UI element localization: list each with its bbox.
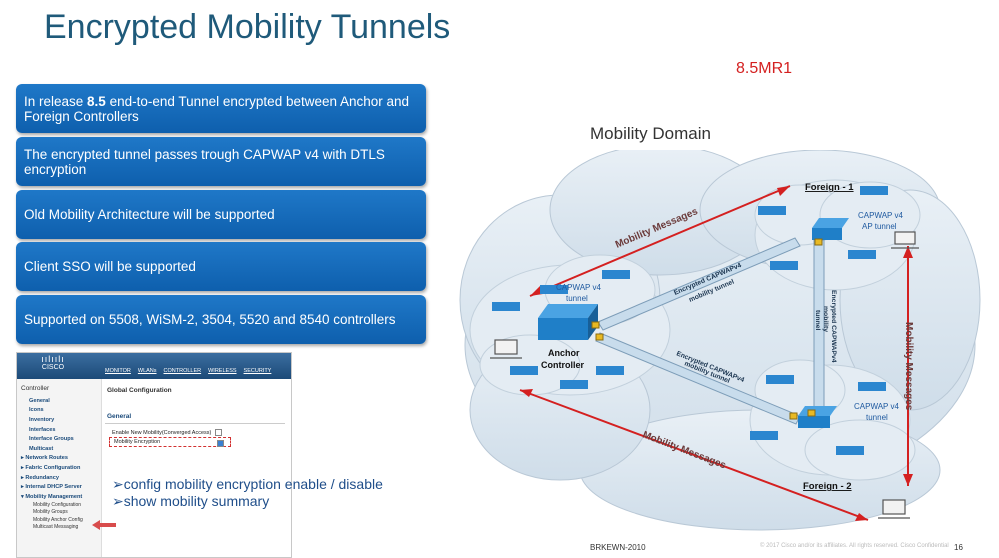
sidebar-item-icons[interactable]: Icons	[29, 407, 44, 414]
mobility-messages-arrows	[519, 185, 913, 521]
sidebar-group-fabric[interactable]: ▸ Fabric Configuration	[21, 464, 81, 471]
sidebar-item-interfaces[interactable]: Interfaces	[29, 426, 56, 433]
cli-commands: ➢config mobility encryption enable / dis…	[112, 476, 383, 510]
anchor-label-line1: Anchor	[548, 348, 580, 358]
sidebar-sub-mobility-groups[interactable]: Mobility Groups	[33, 509, 68, 516]
mobility-encryption-checkbox[interactable]	[217, 440, 224, 447]
mobility-domain-title: Mobility Domain	[590, 124, 711, 143]
menu-controller[interactable]: CONTROLLER	[163, 368, 202, 374]
lock-icons	[591, 238, 823, 420]
sidebar-item-interface-groups[interactable]: Interface Groups	[29, 436, 74, 443]
cisco-wlc-screenshot: ıılıılı CISCO MONITOR WLANs CONTROLLER W…	[16, 352, 292, 558]
bullet-box-3: Old Mobility Architecture will be suppor…	[16, 190, 426, 239]
sidebar-item-inventory[interactable]: Inventory	[29, 416, 55, 423]
bullet-text-2: The encrypted tunnel passes trough CAPWA…	[24, 146, 385, 177]
bullet-text-4: Client SSO will be supported	[24, 259, 196, 274]
capwap-anchor-line1: CAPWAP v4	[556, 283, 601, 292]
cisco-logo-bars-icon: ıılıılı	[41, 354, 65, 364]
row-mobility-encryption: Mobility Encryption	[109, 437, 231, 447]
enc-vertical-line2: mobility	[822, 306, 829, 332]
capwap-top-line1: CAPWAP v4	[858, 211, 903, 220]
bullet-box-1: In release 8.5 end-to-end Tunnel encrypt…	[16, 84, 426, 133]
mobility-messages-right: Mobility Messages	[903, 322, 914, 411]
footer-code: BRKEWN-2010	[590, 543, 646, 552]
red-pointer-arrow-icon	[92, 520, 116, 530]
sidebar-group-redundancy[interactable]: ▸ Redundancy	[21, 474, 59, 481]
foreign2-label: Foreign - 2	[803, 481, 852, 492]
switch-icons	[492, 186, 888, 455]
release-label: 8.5MR1	[736, 60, 793, 77]
cli-command-2: ➢show mobility summary	[112, 493, 270, 509]
capwap-bottom-line1: CAPWAP v4	[854, 402, 899, 411]
cisco-logo: ıılıılı CISCO	[23, 354, 83, 372]
slide-title: Encrypted Mobility Tunnels	[44, 8, 451, 46]
cisco-top-menu: MONITOR WLANs CONTROLLER WIRELESS SECURI…	[105, 368, 271, 374]
mobility-diagram: Foreign - 1 Foreign - 2 Anchor Controlle…	[459, 150, 981, 531]
bullet-text-5: Supported on 5508, WiSM-2, 3504, 5520 an…	[24, 312, 396, 327]
cisco-sidebar: Controller General Icons Inventory Inter…	[17, 379, 102, 557]
bullet-text-1: In release 8.5 end-to-end Tunnel encrypt…	[24, 93, 410, 124]
sidebar-sub-mobility-config[interactable]: Mobility Configuration	[33, 502, 82, 509]
menu-wlans[interactable]: WLANs	[137, 368, 157, 374]
menu-security[interactable]: SECURITY	[243, 368, 272, 374]
sidebar-sub-multicast-messaging[interactable]: Multicast Messaging	[33, 523, 79, 530]
section-title: General	[107, 413, 132, 420]
sidebar-group-mobility[interactable]: ▾ Mobility Management	[21, 493, 83, 500]
anchor-label-line2: Controller	[541, 360, 584, 370]
capwap-anchor-line2: tunnel	[566, 294, 588, 303]
menu-monitor[interactable]: MONITOR	[105, 368, 131, 374]
cisco-header-bar: ıılıılı CISCO MONITOR WLANs CONTROLLER W…	[17, 353, 291, 379]
page-number: 16	[954, 543, 963, 552]
new-mobility-checkbox[interactable]	[215, 429, 223, 436]
sidebar-group-dhcp[interactable]: ▸ Internal DHCP Server	[21, 484, 82, 491]
enc-vertical-line1: Encrypted CAPWAPv4	[830, 290, 837, 363]
sidebar-item-general[interactable]: General	[29, 397, 50, 404]
foreign1-label: Foreign - 1	[805, 182, 854, 193]
capwap-top-line2: AP tunnel	[862, 222, 897, 231]
sidebar-item-multicast[interactable]: Multicast	[29, 445, 54, 452]
foreign1-controller-icon	[812, 218, 849, 240]
footer-legal: © 2017 Cisco and/or its affiliates. All …	[760, 543, 949, 549]
cli-command-1: ➢config mobility encryption enable / dis…	[112, 476, 383, 492]
capwap-bottom-line2: tunnel	[866, 413, 888, 422]
bullet-box-2: The encrypted tunnel passes trough CAPWA…	[16, 137, 426, 186]
row-new-mobility: Enable New Mobility(Converged Access)	[112, 429, 223, 436]
bullet-text-3: Old Mobility Architecture will be suppor…	[24, 207, 275, 222]
sidebar-sub-anchor-config[interactable]: Mobility Anchor Config	[33, 516, 83, 523]
sidebar-group-network-routes[interactable]: ▸ Network Routes	[21, 455, 68, 462]
sidebar-title: Controller	[21, 385, 50, 392]
bullet-box-5: Supported on 5508, WiSM-2, 3504, 5520 an…	[16, 295, 426, 344]
laptop-icons	[490, 231, 919, 519]
section-divider	[105, 423, 285, 424]
anchor-controller-icon	[538, 304, 598, 340]
enc-vertical-line3: tunnel	[814, 310, 821, 330]
page-title: Global Configuration	[107, 387, 172, 394]
bullet-box-4: Client SSO will be supported	[16, 242, 426, 291]
encrypted-tunnel-top	[597, 237, 801, 331]
menu-wireless[interactable]: WIRELESS	[208, 368, 237, 374]
